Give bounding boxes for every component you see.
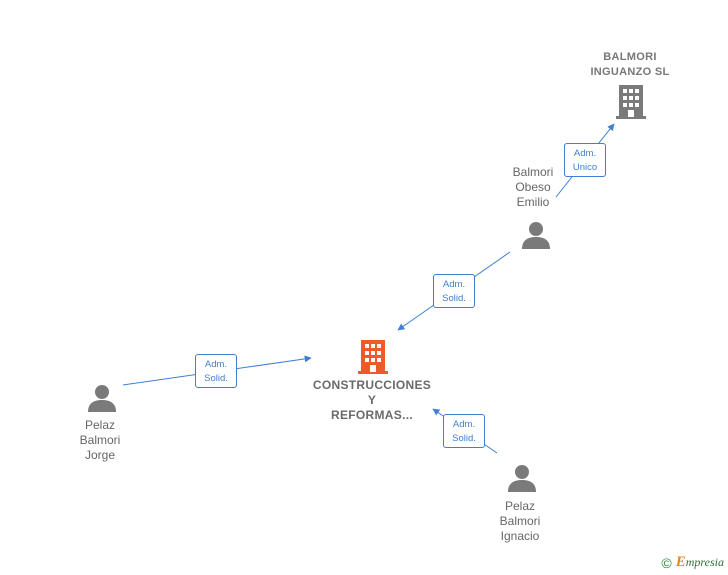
person-label-balmori-obeso[interactable]: Balmori Obeso Emilio — [512, 165, 554, 209]
edge-badge-adm-solid-obeso: Adm. Solid. — [433, 274, 475, 308]
company-label-construcciones[interactable]: CONSTRUCCIONES Y REFORMAS... — [312, 378, 432, 422]
footer-brand[interactable]: © Empresia — [661, 554, 724, 571]
person-icon[interactable] — [521, 220, 551, 250]
person-icon[interactable] — [507, 463, 537, 493]
building-icon-main[interactable] — [357, 340, 389, 374]
edge-badge-line2: Unico — [572, 162, 598, 173]
company-label-balmori-inguanzo[interactable]: BALMORI INGUANZO SL — [590, 51, 670, 78]
edge-badge-adm-unico: Adm. Unico — [564, 143, 606, 177]
edge-badge-line1: Adm. — [204, 359, 228, 370]
brand-logo: Empresia — [675, 554, 724, 570]
building-icon[interactable] — [615, 85, 647, 119]
edge-badge-line1: Adm. — [442, 279, 466, 290]
person-label-pelaz-jorge[interactable]: Pelaz Balmori Jorge — [79, 418, 121, 462]
person-label-pelaz-ignacio[interactable]: Pelaz Balmori Ignacio — [499, 499, 541, 543]
edge-badge-line2: Solid. — [204, 373, 228, 384]
edge-badge-line1: Adm. — [573, 148, 597, 159]
edge-badge-adm-solid-jorge: Adm. Solid. — [195, 354, 237, 388]
edge-badge-adm-solid-ignacio: Adm. Solid. — [443, 414, 485, 448]
person-icon[interactable] — [87, 383, 117, 413]
edge-badge-line1: Adm. — [452, 419, 476, 430]
edge-badge-line2: Solid. — [452, 433, 476, 444]
edge-badge-line2: Solid. — [442, 293, 466, 304]
copyright-icon: © — [661, 554, 672, 571]
